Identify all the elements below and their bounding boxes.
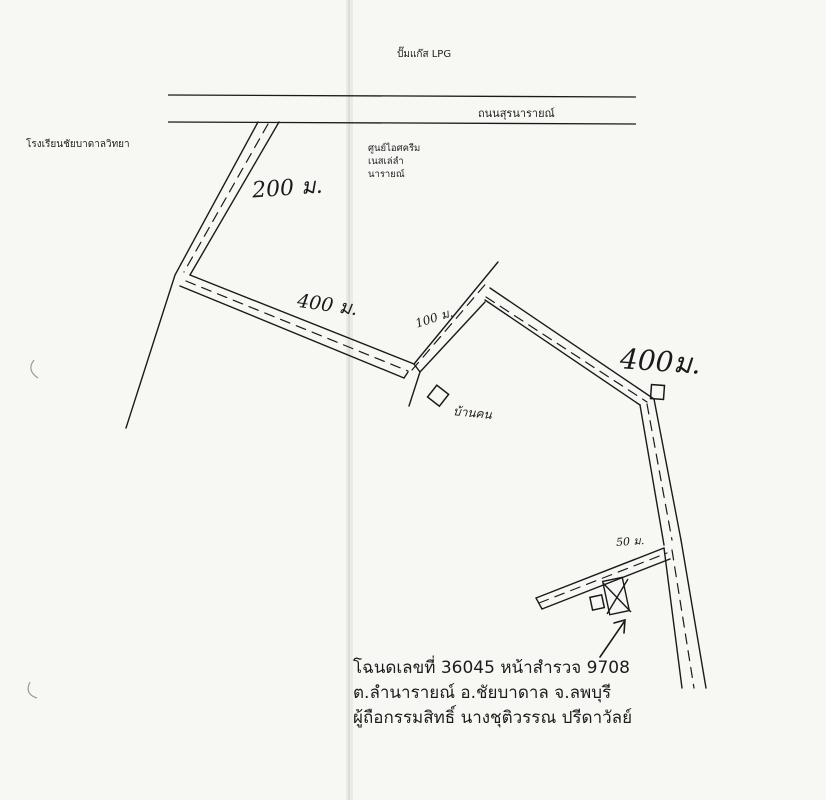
house-symbols <box>426 383 666 611</box>
plot-arrow <box>599 618 626 658</box>
deed-info: โฉนดเลขที่ 36045 หน้าสำรวจ 9708 ต.ลำนารา… <box>353 656 632 731</box>
house-label: บ้านคน <box>452 404 493 422</box>
house-square-3 <box>588 593 606 611</box>
deed-number: โฉนดเลขที่ 36045 หน้าสำรวจ 9708 <box>353 658 630 678</box>
route-segment-50 <box>535 547 671 610</box>
deed-owner: ผู้ถือกรรมสิทธิ์ นางชุติวรรณ ปรีดาวัลย์ <box>353 708 633 728</box>
length-label-50: 50 ม. <box>615 534 645 549</box>
ice-cream-line-2: เนสเล่ลำ <box>368 156 404 167</box>
ice-cream-line-1: ศูนย์ไอศครีม <box>368 143 421 154</box>
main-road-name: ถนนสุรนารายณ์ <box>478 107 555 120</box>
route-road <box>125 121 707 689</box>
house-square-2 <box>649 383 666 401</box>
ice-cream-center-label: ศูนย์ไอศครีม เนสเล่ลำ นารายณ์ <box>368 142 420 181</box>
length-label-400b: 400ม. <box>618 342 702 381</box>
main-road <box>167 94 637 125</box>
target-plot <box>601 576 632 616</box>
lpg-station-label: ปั๊มแก๊ส LPG <box>397 49 452 60</box>
ice-cream-line-3: นารายณ์ <box>368 169 405 180</box>
length-label-200: 200 ม. <box>251 173 324 204</box>
route-segment-200 <box>125 121 280 429</box>
route-segment-400a <box>179 274 415 379</box>
deed-location: ต.ลำนารายณ์ อ.ชัยบาดาล จ.ลพบุรี <box>353 683 612 703</box>
school-label: โรงเรียนชัยบาดาลวิทยา <box>26 139 130 150</box>
route-segment-100 <box>403 261 499 407</box>
house-square-1 <box>426 384 450 408</box>
route-segment-400b <box>484 287 707 689</box>
scan-marks <box>27 359 39 699</box>
